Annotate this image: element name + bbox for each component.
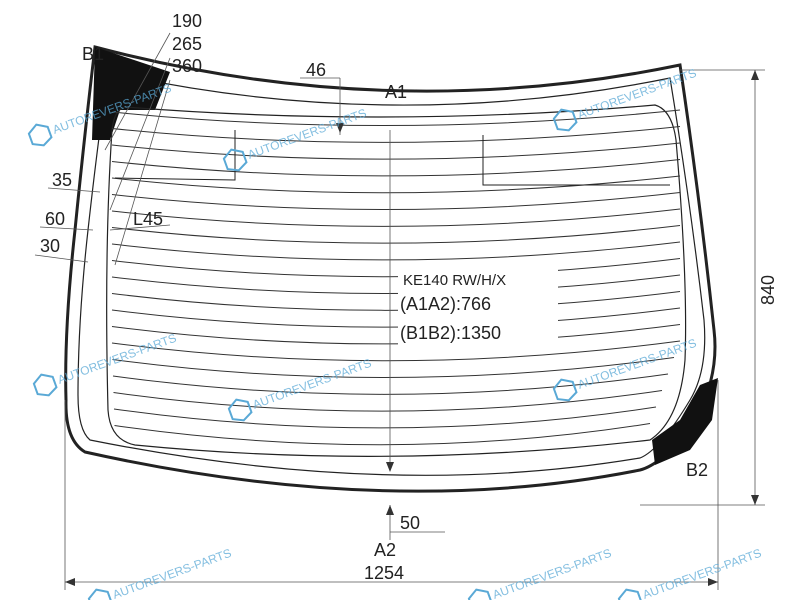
- watermark-logo-icon: [27, 123, 53, 147]
- sensor-box: [114, 130, 236, 181]
- heating-line: [114, 423, 651, 446]
- watermark-text: AUTOREVERS-PARTS: [246, 106, 369, 162]
- glass-outline: [64, 45, 717, 493]
- heating-line: [111, 258, 681, 278]
- point-b2-label: B2: [686, 460, 708, 480]
- dim-corner-360: 360: [172, 56, 202, 76]
- watermark-text: AUTOREVERS-PARTS: [641, 546, 764, 600]
- glass-inner-edge: [77, 71, 706, 476]
- heating-line: [111, 159, 681, 177]
- watermark-logo-icon: [617, 588, 643, 600]
- watermark: AUTOREVERS-PARTS: [467, 546, 614, 600]
- heating-line: [111, 241, 681, 261]
- watermark-text: AUTOREVERS-PARTS: [111, 546, 234, 600]
- heating-line: [111, 192, 681, 210]
- heating-line: [111, 175, 681, 194]
- heating-line: [111, 208, 681, 227]
- watermark: AUTOREVERS-PARTS: [227, 356, 374, 422]
- ceramic-corner-b1: [92, 47, 170, 140]
- dimension-arrows: [65, 70, 759, 586]
- ceramic-corner-b2: [652, 378, 718, 465]
- watermark: AUTOREVERS-PARTS: [552, 336, 699, 402]
- dim-side-35: 35: [52, 170, 72, 190]
- point-a1-label: A1: [385, 82, 407, 102]
- watermark-logo-icon: [222, 148, 248, 172]
- heating-lines: [111, 109, 681, 446]
- heating-line: [111, 142, 681, 160]
- watermark: AUTOREVERS-PARTS: [617, 546, 764, 600]
- dim-bottom-gap: 50: [400, 513, 420, 533]
- dim-height: 840: [758, 275, 778, 305]
- watermark-logo-icon: [227, 398, 253, 422]
- watermark: AUTOREVERS-PARTS: [87, 546, 234, 600]
- dim-corner-190: 190: [172, 11, 202, 31]
- watermark-text: AUTOREVERS-PARTS: [251, 356, 374, 412]
- dim-corner-265: 265: [172, 34, 202, 54]
- b1b2-measurement: (B1B2):1350: [400, 323, 501, 343]
- heating-line: [111, 274, 681, 294]
- watermark-logo-icon: [552, 108, 578, 132]
- heating-line: [113, 390, 663, 412]
- watermark-logo-icon: [552, 378, 578, 402]
- watermark-text: AUTOREVERS-PARTS: [576, 336, 699, 392]
- a1a2-measurement: (A1A2):766: [400, 294, 491, 314]
- watermark: AUTOREVERS-PARTS: [222, 106, 369, 172]
- dim-width: 1254: [364, 563, 404, 583]
- watermark-text: AUTOREVERS-PARTS: [491, 546, 614, 600]
- heating-line: [111, 324, 681, 345]
- dim-side-30: 30: [40, 236, 60, 256]
- heating-line: [111, 291, 681, 311]
- dim-side-60: 60: [45, 209, 65, 229]
- sensor-box-right: [482, 135, 670, 186]
- watermark: AUTOREVERS-PARTS: [32, 331, 179, 397]
- dim-top-gap: 46: [306, 60, 326, 80]
- heating-line: [111, 340, 681, 362]
- heating-line: [111, 225, 681, 244]
- heating-line: [111, 109, 681, 126]
- heating-line: [113, 406, 657, 429]
- heating-area-outline: [106, 104, 687, 457]
- dim-side-l45: L45: [133, 209, 163, 229]
- watermark-logo-icon: [32, 373, 58, 397]
- heating-line: [111, 307, 681, 328]
- watermark-text: AUTOREVERS-PARTS: [56, 331, 179, 387]
- point-a2-label: A2: [374, 540, 396, 560]
- heating-line: [111, 126, 681, 143]
- watermark-logo-icon: [467, 588, 493, 600]
- heating-line: [112, 357, 675, 378]
- point-b1-label: B1: [82, 44, 104, 64]
- label-background: [398, 267, 558, 347]
- watermark-logo-icon: [87, 588, 113, 600]
- model-code: KE140 RW/H/X: [403, 272, 506, 289]
